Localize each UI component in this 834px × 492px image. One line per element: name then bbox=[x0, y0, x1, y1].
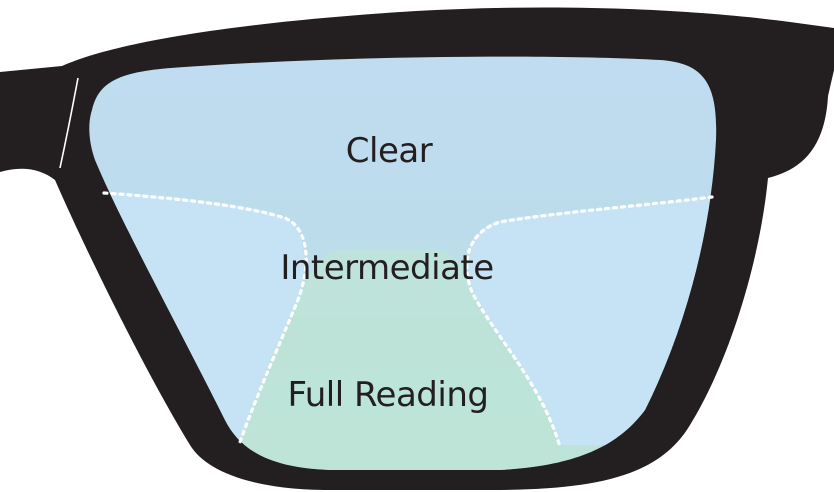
clear-zone-label: Clear bbox=[346, 131, 433, 171]
full-reading-zone-label: Full Reading bbox=[288, 375, 489, 415]
frame-highlight bbox=[59, 77, 79, 169]
intermediate-zone-label: Intermediate bbox=[280, 248, 493, 288]
right-zone-divider bbox=[465, 195, 714, 449]
full-reading-zone bbox=[240, 250, 560, 470]
right-peripheral-zone bbox=[467, 196, 717, 445]
left-zone-divider bbox=[102, 191, 308, 444]
